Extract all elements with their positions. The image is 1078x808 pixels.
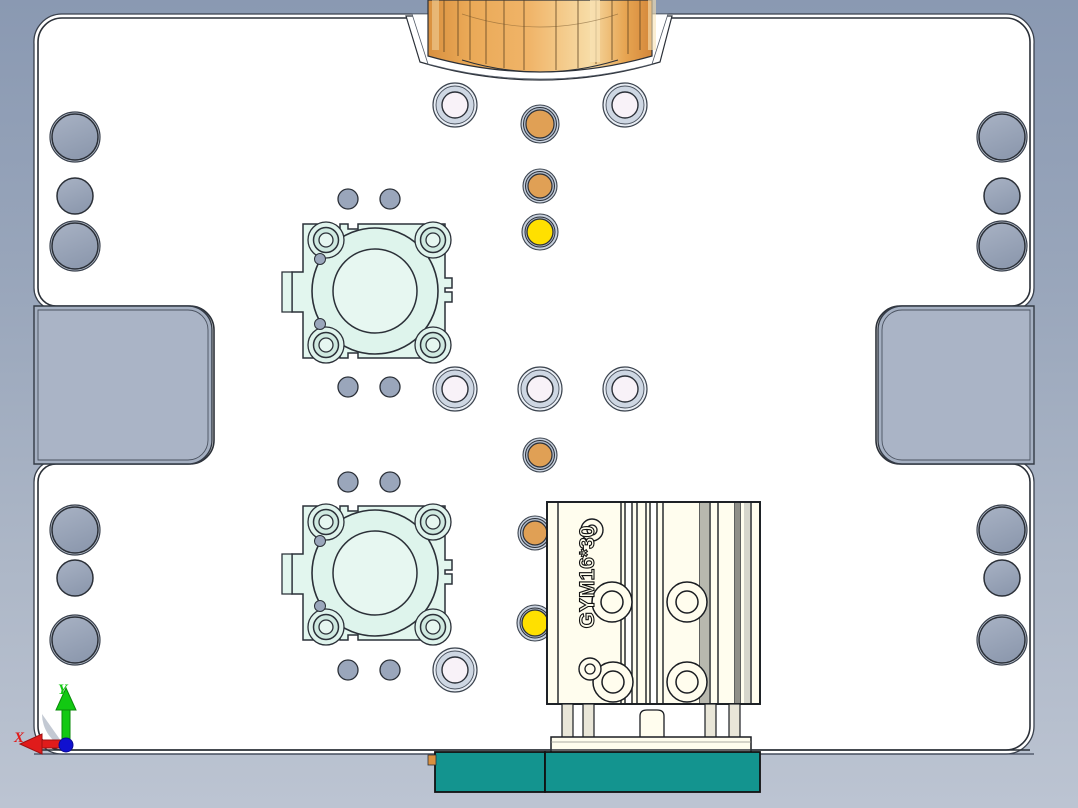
cylinder-bolt-mid-right xyxy=(666,581,708,623)
plate-side-notch-left xyxy=(33,305,213,465)
cylinder-bolt-mid-left xyxy=(591,581,633,623)
rotary-actuator-lower[interactable] xyxy=(281,471,453,681)
teal-block-left[interactable] xyxy=(434,751,546,793)
rotary-actuator-upper[interactable] xyxy=(281,188,453,398)
cylinder-screw-bottom xyxy=(578,657,602,681)
copper-sliver xyxy=(427,754,437,766)
port-orange-upper-2 xyxy=(522,168,558,204)
hole-column-right-lower xyxy=(976,504,1028,666)
cylinder-guide-rods xyxy=(561,703,741,739)
bore-ring-mid-left xyxy=(432,366,478,412)
port-orange-lower-2 xyxy=(517,515,553,551)
bore-ring-mid-right xyxy=(602,366,648,412)
hole-column-right-upper xyxy=(976,111,1028,272)
bore-ring-mid-center xyxy=(517,366,563,412)
axis-label-y: Y xyxy=(58,682,68,698)
axis-label-x: X xyxy=(14,730,25,746)
cylinder-bolt-bot-right xyxy=(666,661,708,703)
bore-ring-top-right xyxy=(602,82,648,128)
port-yellow-upper xyxy=(521,213,559,251)
port-orange-upper-1 xyxy=(520,104,560,144)
port-orange-lower-1 xyxy=(522,437,558,473)
port-yellow-lower xyxy=(516,604,554,642)
cylinder-screw-top xyxy=(580,518,604,542)
teal-block-right[interactable] xyxy=(544,751,761,793)
bore-ring-top-left xyxy=(432,82,478,128)
pneumatic-cylinder[interactable] xyxy=(546,501,761,765)
plate-side-notch-right xyxy=(877,305,1035,465)
origin-axis-triad[interactable] xyxy=(18,686,77,755)
copper-bushing-top[interactable] xyxy=(405,0,673,81)
bore-ring-bottom xyxy=(432,647,478,693)
hole-column-left-lower xyxy=(49,504,101,666)
hole-column-left-upper xyxy=(49,111,101,272)
cylinder-bolt-bot-left xyxy=(592,661,634,703)
